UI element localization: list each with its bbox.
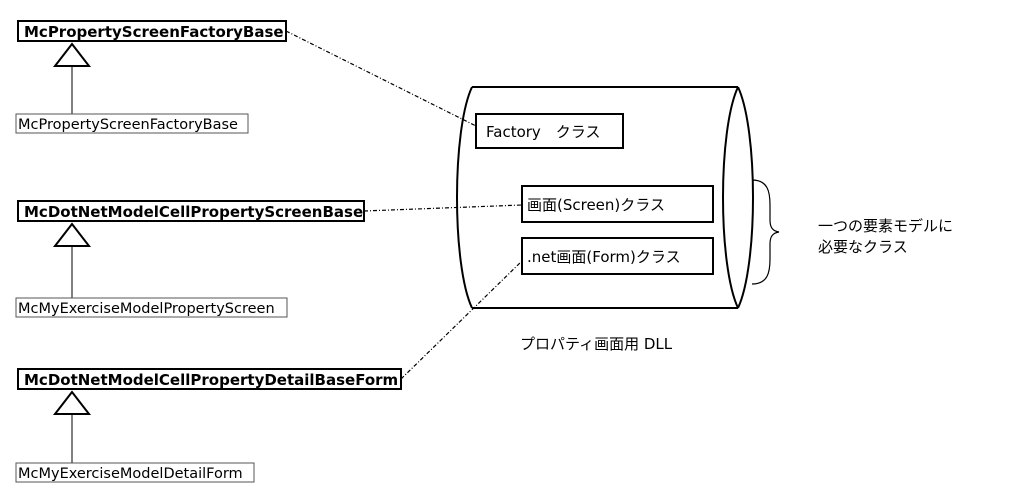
derived-class-label-2: McMyExerciseModelPropertyScreen (18, 301, 275, 317)
derived-class-box-1 (15, 113, 249, 134)
dll-form-box (521, 237, 714, 275)
connector-screen (363, 204, 523, 212)
dll-screen-box (521, 185, 714, 223)
derived-class-label-3: McMyExerciseModelDetailForm (18, 466, 243, 482)
derived-class-box-2 (15, 297, 288, 318)
inheritance-arrow-1 (52, 42, 92, 67)
connector-factory (285, 30, 477, 127)
dll-screen-label: 画面(Screen)クラス (527, 196, 665, 214)
brace-note-line-2: 必要なクラス (818, 238, 908, 256)
base-class-label-3: McDotNetModelCellPropertyDetailBaseForm (24, 371, 398, 389)
base-class-label-2: McDotNetModelCellPropertyScreenBase (24, 203, 363, 221)
derived-class-box-3 (15, 462, 255, 483)
derived-class-label-1: McPropertyScreenFactoryBase (18, 117, 238, 133)
base-class-label-1: McPropertyScreenFactoryBase (24, 23, 284, 41)
dll-factory-label: Factory クラス (486, 123, 601, 141)
dll-caption: プロパティ画面用 DLL (520, 335, 673, 353)
dll-factory-box (475, 113, 624, 149)
dll-form-label: .net画面(Form)クラス (527, 248, 681, 266)
inheritance-arrow-2 (52, 222, 92, 247)
connector-form (400, 258, 525, 380)
curly-brace (751, 179, 780, 285)
dll-cylinder (456, 86, 754, 309)
inheritance-arrow-3 (52, 390, 92, 415)
brace-note-line-1: 一つの要素モデルに (818, 217, 953, 235)
